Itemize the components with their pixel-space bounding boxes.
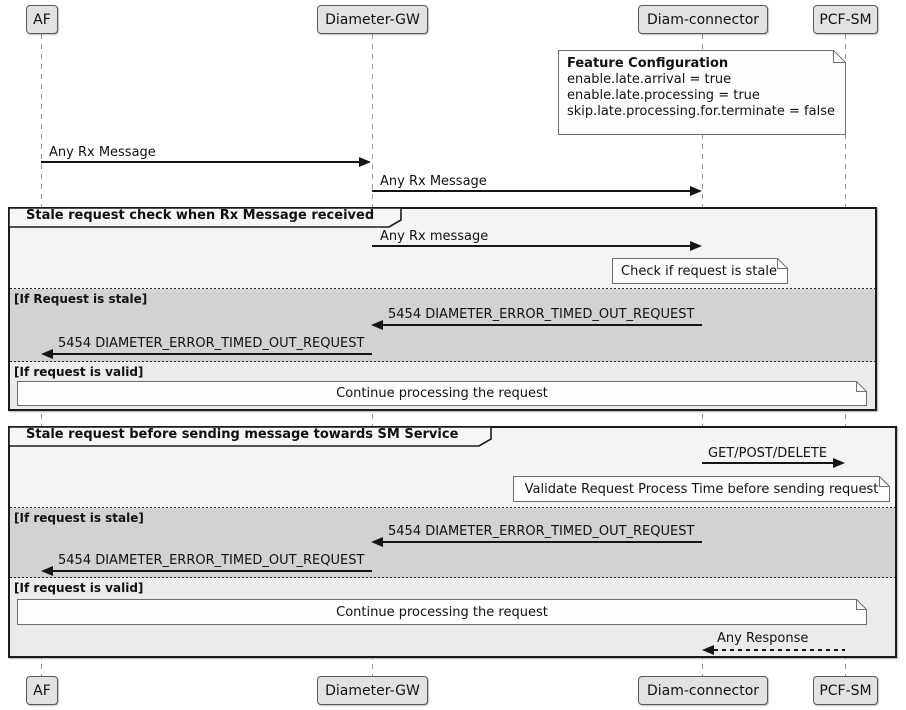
participant-label: Diameter-GW: [325, 682, 420, 699]
arrow-line: [702, 462, 833, 464]
participant-label: AF: [33, 682, 51, 699]
note-continue-1: Continue processing the request: [17, 381, 867, 406]
arrowhead-left-icon: [371, 537, 383, 547]
note-feature-configuration: Feature Configuration enable.late.arriva…: [558, 50, 846, 135]
participant-label: Diam-connector: [646, 682, 760, 699]
message-any-rx-check: Any Rx message: [380, 229, 489, 244]
arrow-line: [53, 570, 372, 572]
arrow-line: [53, 353, 372, 355]
frame-section-stale: [10, 508, 895, 578]
frame-tab-shape: [8, 207, 402, 228]
participant-box-pcf-sm-top: PCF-SM: [813, 5, 878, 34]
alt-divider-valid: [10, 361, 875, 362]
note-text: Continue processing the request: [336, 386, 548, 401]
participant-box-af-bottom: AF: [26, 676, 58, 705]
participant-box-af-top: AF: [26, 5, 58, 34]
frame-title-tab: Stale request before sending message tow…: [8, 426, 493, 451]
condition-label-valid: [If request is valid]: [14, 581, 144, 595]
condition-label-stale: [If Request is stale]: [14, 292, 148, 306]
message-any-response: Any Response: [717, 631, 809, 646]
arrow-line-dashed: [714, 649, 845, 651]
frame-title: Stale request check when Rx Message rece…: [26, 208, 375, 223]
participant-label: Diameter-GW: [325, 11, 420, 28]
arrowhead-right-icon: [833, 458, 845, 468]
arrow-line: [372, 190, 690, 192]
message-timed-out-dc-gw: 5454 DIAMETER_ERROR_TIMED_OUT_REQUEST: [388, 307, 695, 322]
frame-title: Stale request before sending message tow…: [26, 427, 459, 442]
note-feature-line: enable.late.processing = true: [567, 88, 760, 103]
arrowhead-right-icon: [359, 157, 371, 167]
participant-box-diam-connector-top: Diam-connector: [638, 5, 768, 34]
message-any-rx-gw-dc: Any Rx Message: [380, 174, 487, 189]
message-any-rx-af-gw: Any Rx Message: [49, 145, 156, 160]
alt-divider-stale: [10, 288, 875, 289]
note-feature-line: enable.late.arrival = true: [567, 72, 732, 87]
note-check-stale: Check if request is stale: [612, 258, 788, 284]
arrowhead-left-icon: [371, 320, 383, 330]
arrowhead-right-icon: [690, 241, 702, 251]
note-text: Validate Request Process Time before sen…: [524, 481, 879, 497]
participant-box-diam-connector-bottom: Diam-connector: [638, 676, 768, 705]
condition-label-valid: [If request is valid]: [14, 365, 144, 379]
arrow-line: [41, 161, 360, 163]
arrowhead-right-icon: [690, 186, 702, 196]
participant-label: PCF-SM: [819, 682, 872, 699]
note-text: Check if request is stale: [621, 263, 777, 279]
note-validate: Validate Request Process Time before sen…: [513, 476, 890, 502]
note-shape: [612, 258, 788, 284]
note-feature-title: Feature Configuration: [567, 56, 729, 71]
note-shape: [17, 381, 867, 406]
condition-label-stale: [If request is stale]: [14, 511, 144, 525]
alt-divider-valid: [10, 577, 895, 578]
participant-box-diameter-gw-top: Diameter-GW: [317, 5, 428, 34]
arrowhead-left-icon: [41, 349, 53, 359]
message-timed-out-dc-gw-2: 5454 DIAMETER_ERROR_TIMED_OUT_REQUEST: [388, 524, 695, 539]
frame-tab-shape: [8, 426, 492, 447]
message-get-post-delete: GET/POST/DELETE: [708, 446, 828, 461]
arrowhead-left-icon: [41, 566, 53, 576]
participant-label: Diam-connector: [646, 11, 760, 28]
note-text: Continue processing the request: [336, 604, 548, 620]
note-shape: [558, 50, 846, 135]
arrowhead-left-icon: [702, 645, 714, 655]
note-shape: [513, 476, 890, 502]
note-continue-2: Continue processing the request: [17, 599, 867, 625]
message-timed-out-gw-af: 5454 DIAMETER_ERROR_TIMED_OUT_REQUEST: [58, 336, 365, 351]
participant-label: AF: [33, 11, 51, 28]
arrow-line: [372, 245, 690, 247]
arrow-line: [383, 541, 702, 543]
participant-box-diameter-gw-bottom: Diameter-GW: [317, 676, 428, 705]
frame-title-tab: Stale request check when Rx Message rece…: [8, 207, 403, 232]
note-feature-line: skip.late.processing.for.terminate = fal…: [567, 104, 835, 119]
participant-label: PCF-SM: [819, 11, 872, 28]
message-timed-out-gw-af-2: 5454 DIAMETER_ERROR_TIMED_OUT_REQUEST: [58, 553, 365, 568]
note-shape: [17, 599, 867, 625]
note-feature-body: Feature Configuration enable.late.arriva…: [567, 56, 835, 120]
arrow-line: [383, 324, 702, 326]
alt-divider-stale: [10, 507, 895, 508]
participant-box-pcf-sm-bottom: PCF-SM: [813, 676, 878, 705]
